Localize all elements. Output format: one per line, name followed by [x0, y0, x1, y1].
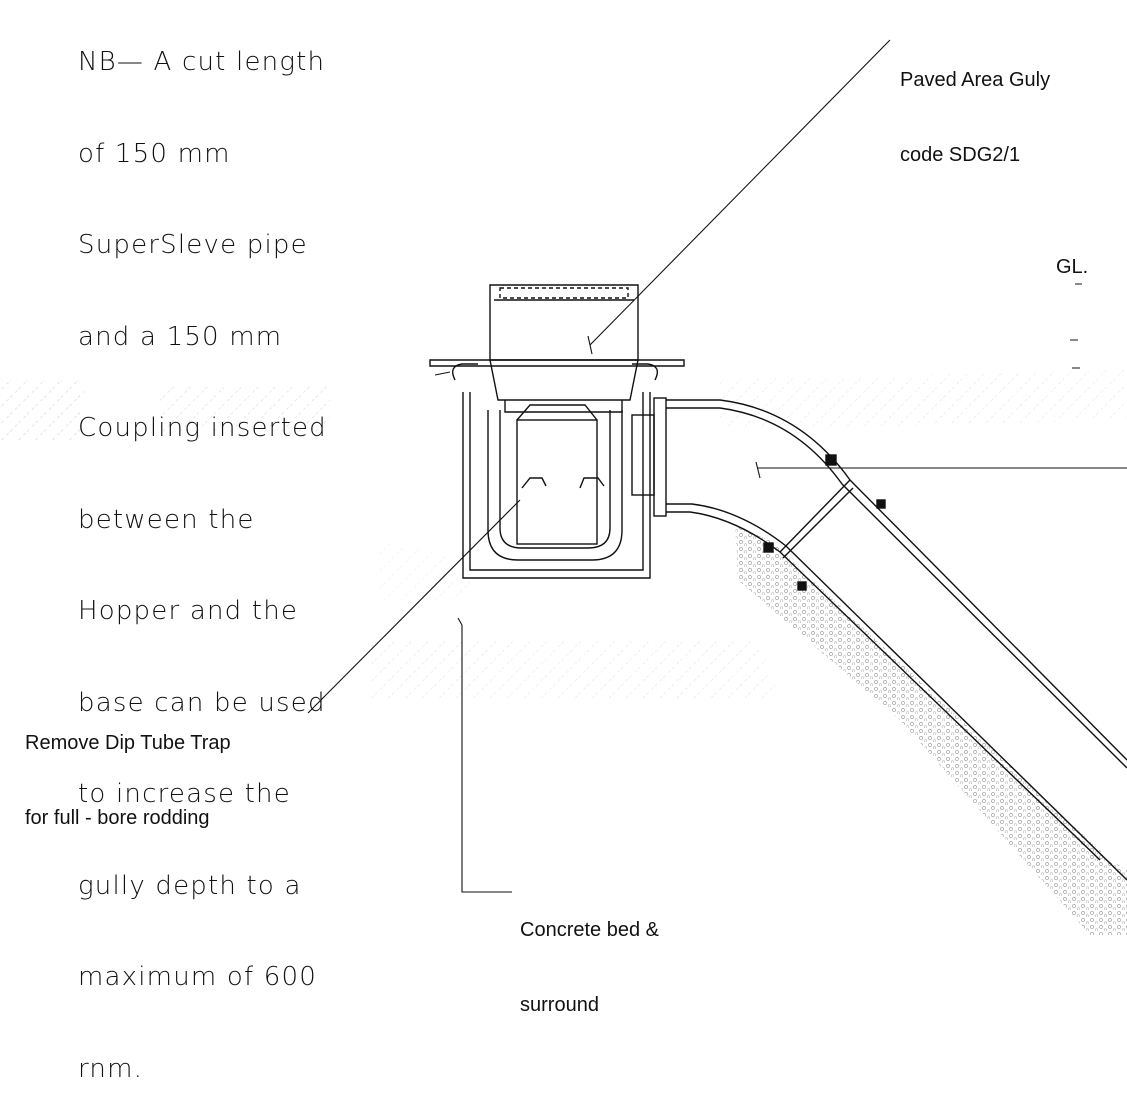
leader-lines	[307, 39, 1127, 893]
concrete-bed-callout-line1: Concrete bed &	[520, 919, 659, 941]
dip-tube-callout: Remove Dip Tube Trap for full - bore rod…	[25, 681, 231, 856]
gully-section-drawing	[0, 39, 1127, 935]
note-line: Coupling inserted	[78, 413, 327, 443]
note-line: to increase the	[78, 779, 291, 809]
concrete-bed-callout: Concrete bed & surround	[520, 868, 659, 1043]
note-line: Hopper and the	[78, 596, 299, 626]
gully-callout-line1: Paved Area Guly	[900, 69, 1051, 91]
note-line: maximum of 600	[78, 962, 318, 992]
granular-bed	[735, 525, 1127, 935]
note-line: rnm.	[78, 1053, 144, 1084]
gully-callout: Paved Area Guly code SDG2/1	[900, 18, 1050, 193]
dip-tube-callout-line2: for full - bore rodding	[25, 807, 210, 829]
nb-note: NB— A cut length of 150 mm SuperSleve pi…	[78, 0, 418, 1115]
note-line: SuperSleve pipe	[78, 230, 308, 260]
concrete-bed-callout-line2: surround	[520, 994, 599, 1016]
dip-tube-callout-line1: Remove Dip Tube Trap	[25, 732, 231, 754]
gully-callout-line2: code SDG2/1	[900, 144, 1021, 166]
note-line: between the	[78, 504, 255, 535]
note-line: and a 150 mm	[78, 321, 283, 352]
gully-body	[429, 284, 685, 579]
ground-hatch	[0, 370, 1127, 700]
note-line: base can be used	[78, 687, 326, 718]
ground-level-label: GL.	[1056, 256, 1089, 278]
note-line: NB— A cut length	[78, 47, 326, 77]
note-line: gully depth to a	[78, 870, 302, 901]
note-line: of 150 mm	[78, 138, 231, 169]
outlet-pipe	[666, 399, 1127, 881]
ground-level-markers	[434, 283, 1082, 376]
